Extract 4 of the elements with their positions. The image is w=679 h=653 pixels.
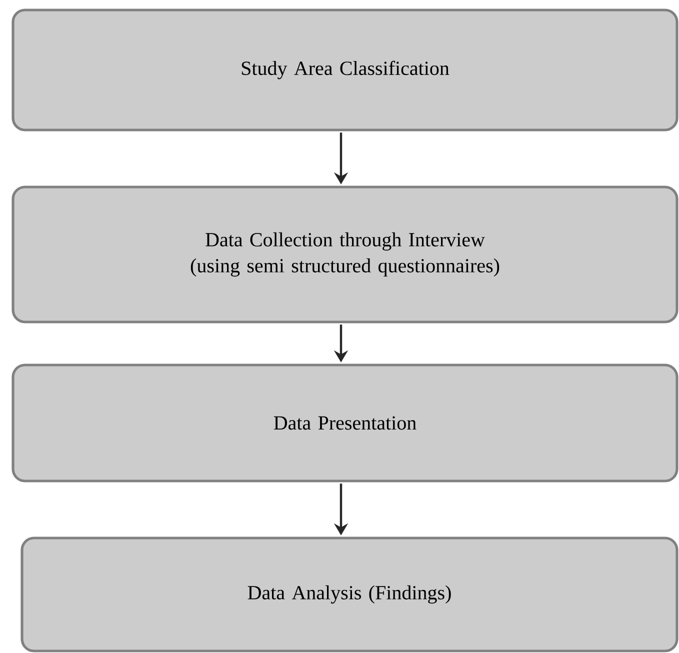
process-box: Data Presentation [12, 364, 678, 482]
process-box: Data Analysis (Findings) [20, 536, 678, 652]
process-box: Study Area Classification [12, 8, 678, 132]
process-box: Data Collection through Interview (using semi structured questionnaires) [12, 186, 678, 324]
